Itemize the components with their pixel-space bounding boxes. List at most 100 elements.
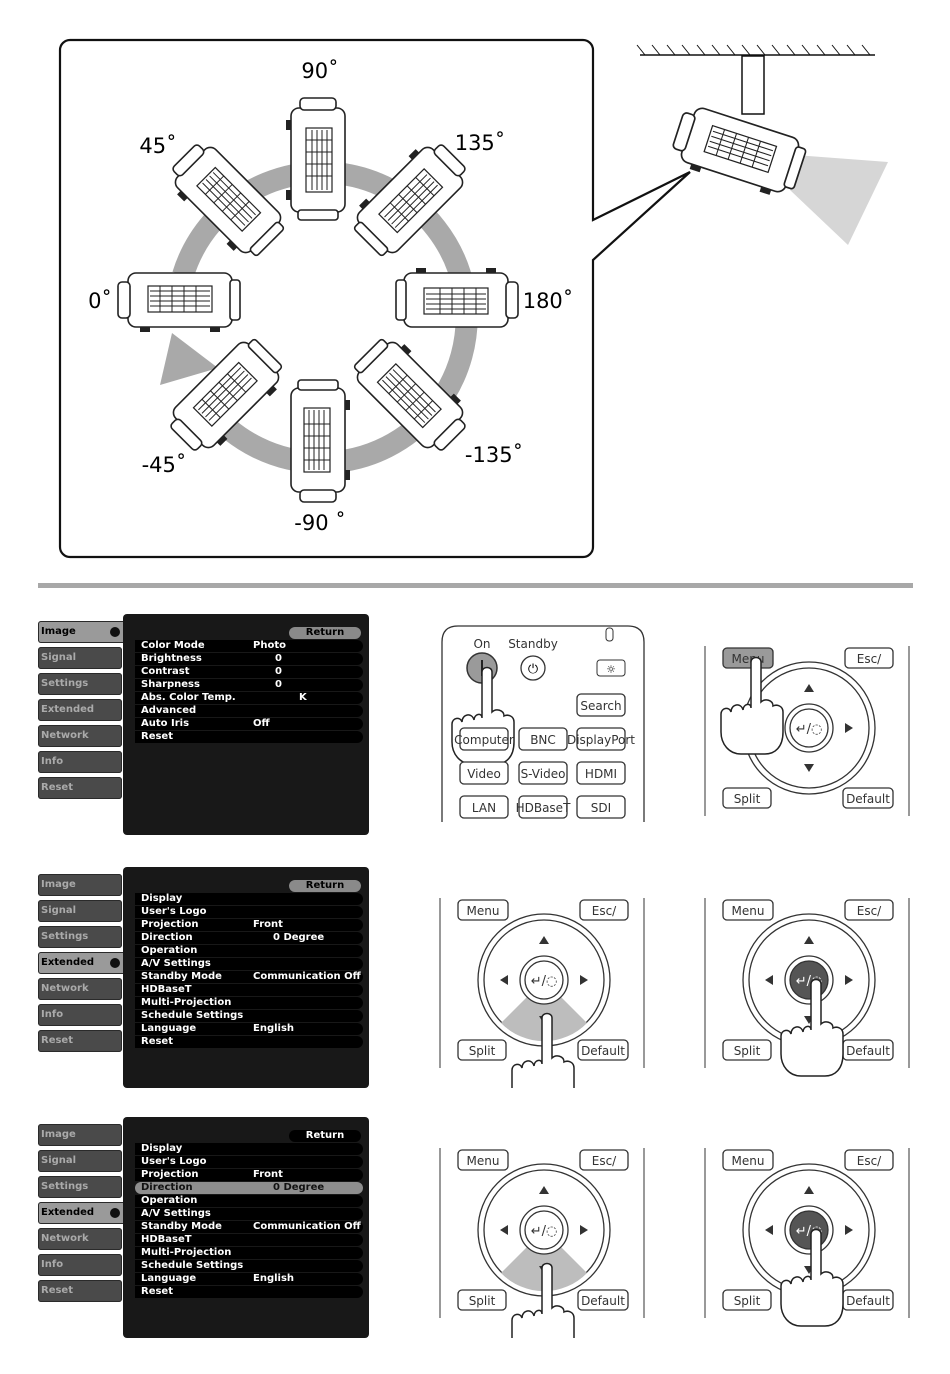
esc-button[interactable]: Esc/ (844, 899, 894, 921)
right-arrow-icon[interactable] (580, 975, 588, 985)
menu-tab-settings[interactable]: Settings (38, 1176, 122, 1198)
enter-button[interactable] (524, 960, 564, 1000)
menu-row[interactable]: Multi-Projection (135, 997, 363, 1009)
hdbaset-button[interactable]: HDBaseT (516, 795, 571, 819)
right-arrow-icon[interactable] (845, 1225, 853, 1235)
default-button[interactable]: Default (577, 1039, 629, 1061)
menu-tab-reset[interactable]: Reset (38, 1280, 122, 1302)
menu-row[interactable]: A/V Settings (135, 958, 363, 970)
esc-button[interactable]: Esc/ (844, 1149, 894, 1171)
menu-tab-reset[interactable]: Reset (38, 1030, 122, 1052)
menu-row[interactable]: Reset (135, 1286, 363, 1298)
menu-tab-image[interactable]: Image (38, 1124, 122, 1146)
menu-row[interactable]: Display (135, 893, 363, 905)
up-arrow-icon[interactable] (539, 1186, 549, 1194)
menu-row[interactable]: Reset (135, 731, 363, 743)
menu-tab-extended[interactable]: Extended (38, 1202, 126, 1224)
menu-row[interactable]: HDBaseT (135, 984, 363, 996)
menu-tab-info[interactable]: Info (38, 1254, 122, 1276)
menu-tab-image[interactable]: Image (38, 621, 126, 643)
hdmi-button[interactable]: HDMI (576, 761, 626, 785)
displayport-button[interactable]: DisplayPort (567, 727, 635, 751)
menu-button[interactable]: Menu (457, 899, 509, 921)
menu-row[interactable]: Schedule Settings (135, 1260, 363, 1272)
right-arrow-icon[interactable] (580, 1225, 588, 1235)
menu-tab-signal[interactable]: Signal (38, 647, 122, 669)
return-button[interactable]: Return (289, 880, 361, 892)
menu-tab-signal[interactable]: Signal (38, 1150, 122, 1172)
menu-row[interactable]: A/V Settings (135, 1208, 363, 1220)
menu-tab-info[interactable]: Info (38, 1004, 122, 1026)
esc-button[interactable]: Esc/ (844, 647, 894, 669)
left-arrow-icon[interactable] (765, 975, 773, 985)
menu-row[interactable]: Operation (135, 945, 363, 957)
menu-tab-image[interactable]: Image (38, 874, 122, 896)
menu-tab-network[interactable]: Network (38, 1228, 122, 1250)
menu-tab-settings[interactable]: Settings (38, 673, 122, 695)
menu-row[interactable]: HDBaseT (135, 1234, 363, 1246)
menu-button[interactable]: Menu (722, 899, 774, 921)
left-arrow-icon[interactable] (500, 975, 508, 985)
default-button[interactable]: Default (577, 1289, 629, 1311)
menu-row[interactable]: User's Logo (135, 1156, 363, 1168)
menu-row[interactable]: Abs. Color Temp.K (135, 692, 363, 704)
search-button[interactable]: Search (576, 693, 626, 717)
left-arrow-icon[interactable] (500, 1225, 508, 1235)
svideo-button[interactable]: S-Video (518, 761, 568, 785)
bnc-button[interactable]: BNC (518, 727, 568, 751)
default-button[interactable]: Default (842, 1039, 894, 1061)
up-arrow-icon[interactable] (804, 1186, 814, 1194)
split-button[interactable]: Split (457, 1289, 507, 1311)
menu-row[interactable]: Reset (135, 1036, 363, 1048)
menu-row[interactable]: User's Logo (135, 906, 363, 918)
standby-button[interactable] (520, 655, 546, 681)
up-arrow-icon[interactable] (804, 684, 814, 692)
menu-row[interactable]: Display (135, 1143, 363, 1155)
menu-row[interactable]: Advanced (135, 705, 363, 717)
esc-button[interactable]: Esc/ (579, 899, 629, 921)
lan-button[interactable]: LAN (459, 795, 509, 819)
menu-tab-signal[interactable]: Signal (38, 900, 122, 922)
enter-button[interactable] (524, 1210, 564, 1250)
return-button[interactable]: Return (289, 627, 361, 639)
menu-row[interactable]: Operation (135, 1195, 363, 1207)
menu-row[interactable]: Schedule Settings (135, 1010, 363, 1022)
menu-button[interactable]: Menu (457, 1149, 509, 1171)
up-arrow-icon[interactable] (539, 936, 549, 944)
menu-tab-info[interactable]: Info (38, 751, 122, 773)
menu-tab-network[interactable]: Network (38, 978, 122, 1000)
sdi-button[interactable]: SDI (576, 795, 626, 819)
return-button[interactable]: Return (289, 1130, 361, 1142)
esc-button[interactable]: Esc/ (579, 1149, 629, 1171)
video-button[interactable]: Video (459, 761, 509, 785)
right-arrow-icon[interactable] (845, 975, 853, 985)
split-button[interactable]: Split (722, 1289, 772, 1311)
menu-tab-settings[interactable]: Settings (38, 926, 122, 948)
default-button[interactable]: Default (842, 787, 894, 809)
menu-tab-network[interactable]: Network (38, 725, 122, 747)
menu-tab-reset[interactable]: Reset (38, 777, 122, 799)
menu-button[interactable]: Menu (722, 1149, 774, 1171)
right-arrow-icon[interactable] (845, 723, 853, 733)
left-arrow-icon[interactable] (765, 1225, 773, 1235)
enter-button[interactable] (789, 708, 829, 748)
computer-button[interactable]: Computer (454, 727, 514, 751)
menu-button[interactable]: Menu (722, 647, 774, 669)
illumination-button[interactable] (596, 659, 626, 677)
split-button[interactable]: Split (457, 1039, 507, 1061)
up-arrow-icon[interactable] (804, 936, 814, 944)
default-button[interactable]: Default (842, 1289, 894, 1311)
